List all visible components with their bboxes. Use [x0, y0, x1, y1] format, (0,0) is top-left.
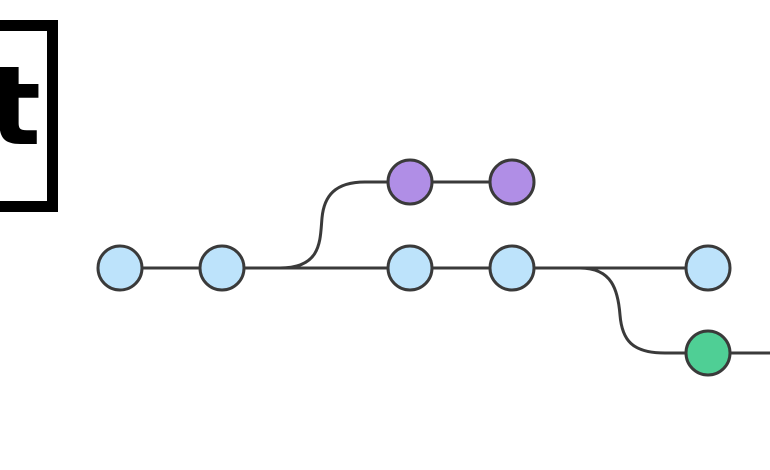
hotfix-branch-line — [579, 266, 770, 355]
main-commit-4 — [488, 244, 536, 292]
main-commit-3 — [386, 244, 434, 292]
feature-branch-line — [279, 180, 512, 270]
main-commit-5 — [684, 244, 732, 292]
logo-letter: t — [0, 51, 41, 161]
hotfix-commit-1 — [684, 329, 732, 377]
feature-commit-2 — [488, 158, 536, 206]
main-commit-1 — [96, 244, 144, 292]
feature-commit-1 — [386, 158, 434, 206]
main-commit-2 — [198, 244, 246, 292]
logo-frame: t — [0, 20, 58, 212]
